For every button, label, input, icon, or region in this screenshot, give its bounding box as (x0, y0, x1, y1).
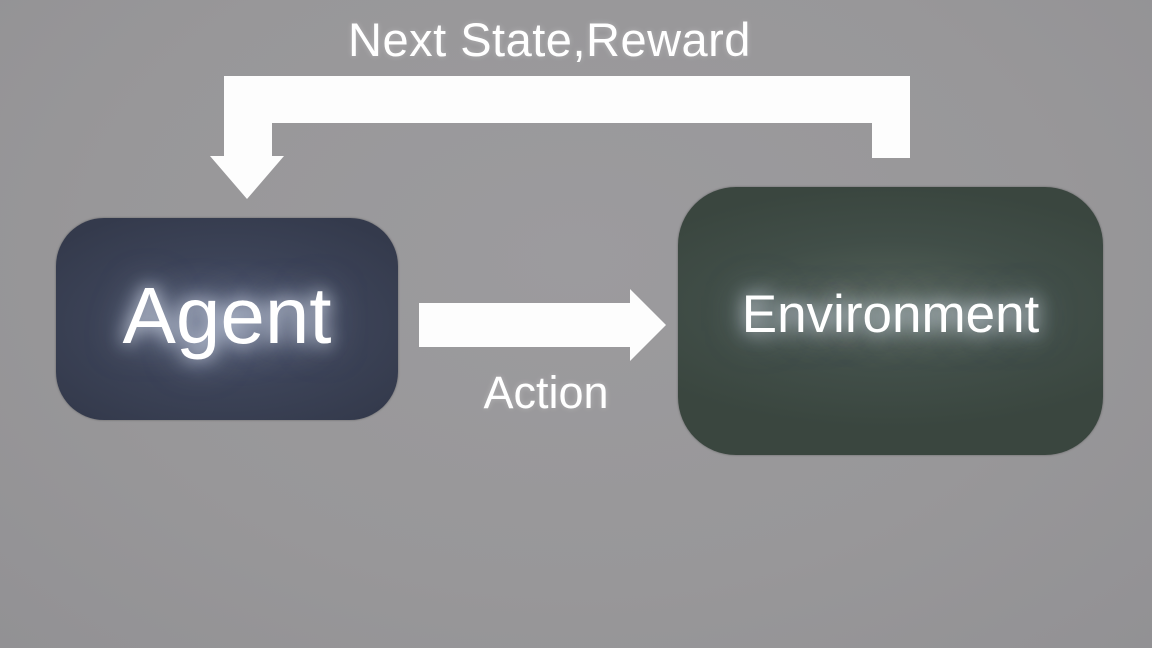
agent-node-label: Agent (122, 271, 332, 360)
environment-node-label: Environment (741, 284, 1040, 344)
feedback-arrow-icon (210, 76, 910, 199)
environment-node: Environment (678, 187, 1103, 455)
action-arrow-label: Action (483, 367, 609, 418)
agent-node: Agent (56, 218, 398, 420)
action-arrow-icon (419, 289, 666, 361)
feedback-arrow-label: Next State,Reward (348, 13, 751, 66)
